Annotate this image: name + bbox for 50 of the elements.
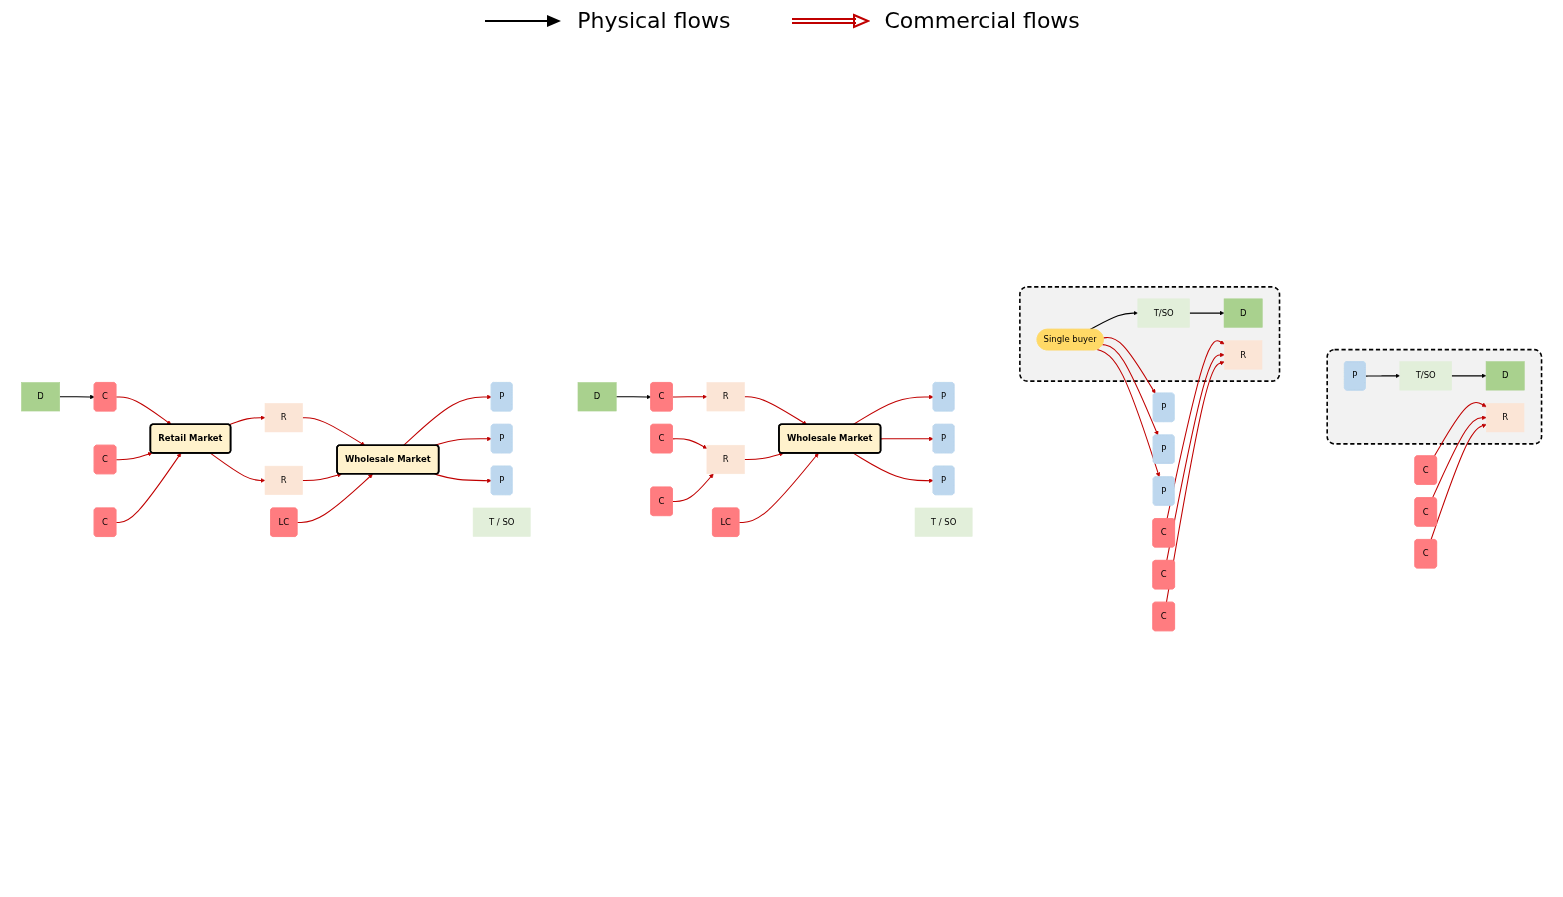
arrow xyxy=(1096,348,1161,478)
node-box: D xyxy=(1223,298,1263,328)
arrow xyxy=(434,473,492,483)
node-box: R xyxy=(706,444,745,475)
node-box: T/SO xyxy=(1137,298,1190,328)
arrow xyxy=(672,438,708,449)
arrow xyxy=(852,452,934,483)
arrow xyxy=(738,452,819,524)
arrow xyxy=(115,396,172,425)
node-box: D xyxy=(577,382,617,412)
arrow xyxy=(228,415,266,426)
node-box: T / SO xyxy=(914,507,973,537)
arrow xyxy=(59,394,95,400)
arrow xyxy=(1189,310,1225,316)
arrow xyxy=(115,452,182,524)
arrow xyxy=(880,436,934,442)
arrow xyxy=(1101,344,1159,436)
arrow xyxy=(296,473,373,524)
arrow xyxy=(615,394,652,400)
arrow xyxy=(302,417,366,446)
node-box: R xyxy=(706,382,745,412)
node-box: T/SO xyxy=(1399,361,1452,391)
arrow xyxy=(302,473,342,481)
arrow xyxy=(1433,402,1487,457)
legend-label: Commercial flows xyxy=(884,8,1080,33)
arrow xyxy=(1430,423,1487,541)
arrow xyxy=(1451,373,1487,379)
node-box: D xyxy=(21,382,60,412)
arrow xyxy=(672,394,708,400)
legend-label: Physical flows xyxy=(577,8,731,33)
arrow xyxy=(1365,373,1400,379)
arrow xyxy=(744,396,807,425)
node-box: R xyxy=(1486,403,1525,433)
node-box: R xyxy=(264,403,303,433)
arrow xyxy=(434,436,492,446)
cluster xyxy=(1326,348,1543,445)
node-box: T / SO xyxy=(472,507,531,537)
arrow xyxy=(115,452,153,461)
cluster xyxy=(1019,286,1281,382)
arrow xyxy=(1102,337,1156,394)
node-box: R xyxy=(1224,340,1263,370)
arrow xyxy=(1089,310,1138,331)
node-box: R xyxy=(264,465,303,495)
arrow xyxy=(744,452,784,461)
arrow xyxy=(403,394,492,446)
node-box: D xyxy=(1485,361,1525,391)
arrow xyxy=(209,452,266,483)
arrow xyxy=(1166,339,1225,520)
arrow xyxy=(1432,415,1487,499)
arrow xyxy=(672,473,714,503)
